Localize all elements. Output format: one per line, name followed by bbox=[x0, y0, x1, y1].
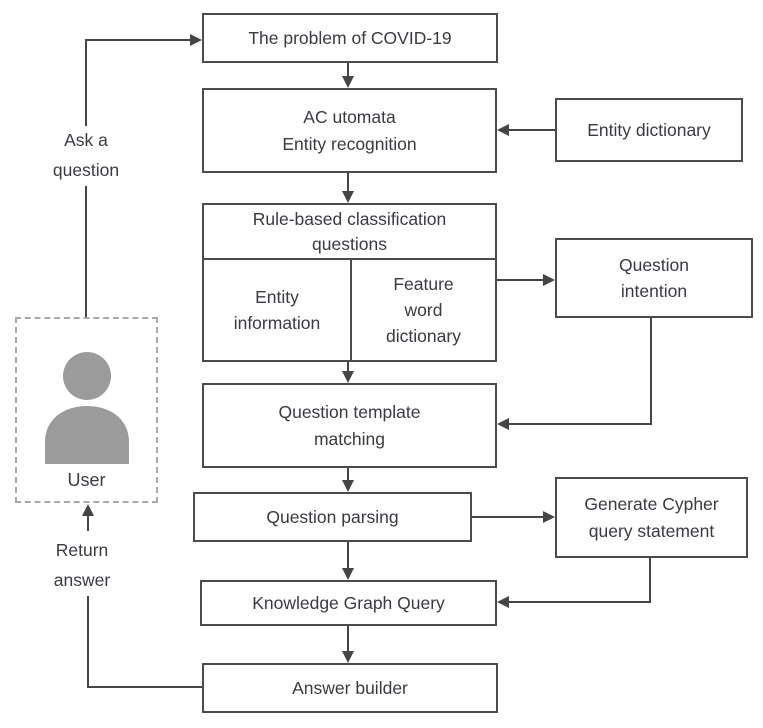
node-generate-cypher-query: Generate Cypher query statement bbox=[555, 477, 748, 558]
node-ac-automata-entity-recognition: AC utomata Entity recognition bbox=[202, 88, 497, 173]
user-actor-box: User bbox=[15, 317, 158, 503]
user-person-icon bbox=[44, 352, 129, 464]
node-question-intention: Question intention bbox=[555, 238, 753, 318]
ask-a-question-label: Ask a question bbox=[35, 126, 137, 186]
node-question-parsing: Question parsing bbox=[193, 492, 472, 542]
return-answer-label: Return answer bbox=[30, 536, 134, 596]
user-label: User bbox=[67, 470, 106, 490]
node-knowledge-graph-query: Knowledge Graph Query bbox=[200, 580, 497, 626]
node-question-template-matching: Question template matching bbox=[202, 383, 497, 468]
edge-cypher-to-kgquery bbox=[497, 558, 651, 608]
node-answer-builder: Answer builder bbox=[202, 663, 498, 713]
node-problem-of-covid19: The problem of COVID-19 bbox=[202, 13, 498, 63]
node-entity-dictionary: Entity dictionary bbox=[555, 98, 743, 162]
edge-answer-to-user-lower bbox=[87, 594, 202, 688]
edge-intention-to-matching bbox=[497, 318, 652, 430]
cell-feature-word-dictionary: Feature word dictionary bbox=[386, 273, 461, 347]
node-rule-based-classification: Rule-based classification questions Enti… bbox=[202, 203, 497, 362]
rule-based-classification-header: Rule-based classification questions bbox=[204, 205, 495, 260]
cell-entity-information: Entity information bbox=[204, 260, 352, 360]
edge-user-to-problem-upper bbox=[85, 34, 202, 127]
